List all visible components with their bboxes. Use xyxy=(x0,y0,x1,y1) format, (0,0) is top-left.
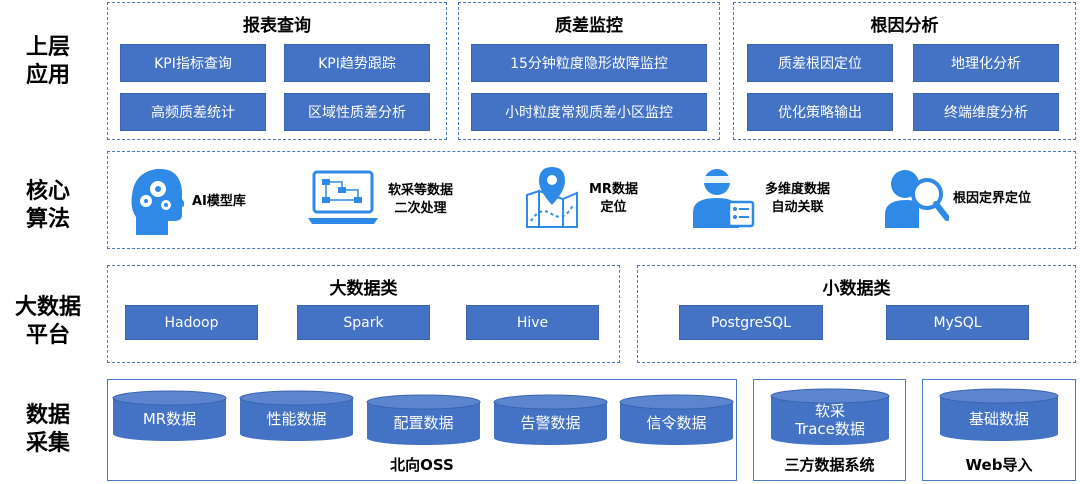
hive-button[interactable]: Hive xyxy=(466,305,599,340)
monitor-title: 质差监控 xyxy=(555,16,623,36)
algorithm-panel: AI模型库 软采等数据 二次处理 MR数据 定位 xyxy=(107,151,1076,249)
cylinder-signaling-data: 信令数据 xyxy=(619,394,734,446)
cylinder-mr-data-label: MR数据 xyxy=(142,410,197,428)
cylinder-performance-data: 性能数据 xyxy=(239,390,354,442)
kpi-query-button[interactable]: KPI指标查询 xyxy=(120,44,266,82)
brain-gears-icon xyxy=(128,165,186,239)
algo-root-cause: 根因定界定位 xyxy=(885,166,1031,232)
cylinder-trace-data-label: 软采 Trace数据 xyxy=(795,402,865,438)
terminal-analysis-button[interactable]: 终端维度分析 xyxy=(913,93,1059,131)
third-party-label: 三方数据系统 xyxy=(784,456,875,474)
third-party-panel: 软采 Trace数据 三方数据系统 xyxy=(753,379,906,481)
layer-label-platform: 大数据 平台 xyxy=(14,295,81,348)
web-import-panel: 基础数据 Web导入 xyxy=(922,379,1076,481)
root-cause-title: 根因分析 xyxy=(870,16,939,36)
cylinder-mr-data: MR数据 xyxy=(112,390,227,442)
cell-monitor-button[interactable]: 小时粒度常规质差小区监控 xyxy=(471,93,707,131)
report-panel: 报表查询 KPI指标查询 KPI趋势跟踪 高频质差统计 区域性质差分析 xyxy=(107,2,447,140)
algo-ai-model: AI模型库 xyxy=(128,165,246,239)
oss-label: 北向OSS xyxy=(390,456,454,474)
laptop-flowchart-icon xyxy=(308,170,378,230)
algo-ai-model-label: AI模型库 xyxy=(192,194,246,209)
root-locate-button[interactable]: 质差根因定位 xyxy=(747,44,893,82)
regional-analysis-button[interactable]: 区域性质差分析 xyxy=(284,93,430,131)
cylinder-basic-data: 基础数据 xyxy=(939,388,1059,442)
big-data-panel: 大数据类 Hadoop Spark Hive xyxy=(107,265,620,363)
cylinder-alarm-data-label: 告警数据 xyxy=(520,414,581,432)
oss-panel: MR数据 性能数据 配置数据 告警数据 信令数据 北向OSS xyxy=(107,379,737,481)
cylinder-alarm-data: 告警数据 xyxy=(493,394,608,446)
algo-multi-dimension: 多维度数据 自动关联 xyxy=(693,166,830,232)
web-import-label: Web导入 xyxy=(965,456,1033,474)
layer-label-algorithm: 核心 算法 xyxy=(25,179,70,232)
big-data-title: 大数据类 xyxy=(329,279,398,299)
monitor-panel: 质差监控 15分钟粒度隐形故障监控 小时粒度常规质差小区监控 xyxy=(458,2,720,140)
cylinder-trace-data: 软采 Trace数据 xyxy=(770,388,890,446)
geo-analysis-button[interactable]: 地理化分析 xyxy=(913,44,1059,82)
algo-mr-positioning: MR数据 定位 xyxy=(523,165,638,233)
layer-label-collection: 数据 采集 xyxy=(25,403,70,456)
strategy-output-button[interactable]: 优化策略输出 xyxy=(747,93,893,131)
map-pin-icon xyxy=(523,165,581,233)
algo-data-processing: 软采等数据 二次处理 xyxy=(308,170,453,230)
person-magnifier-icon xyxy=(885,166,950,232)
mysql-button[interactable]: MySQL xyxy=(886,305,1029,340)
cylinder-basic-data-label: 基础数据 xyxy=(968,410,1029,428)
cylinder-config-data: 配置数据 xyxy=(366,394,481,446)
algo-mr-positioning-label: MR数据 定位 xyxy=(589,182,638,215)
cylinder-signaling-data-label: 信令数据 xyxy=(646,414,707,432)
spark-button[interactable]: Spark xyxy=(297,305,430,340)
small-data-title: 小数据类 xyxy=(822,279,891,299)
root-cause-panel: 根因分析 质差根因定位 地理化分析 优化策略输出 终端维度分析 xyxy=(733,2,1076,140)
layer-label-application: 上层 应用 xyxy=(25,35,70,88)
report-title: 报表查询 xyxy=(243,16,311,36)
high-freq-stats-button[interactable]: 高频质差统计 xyxy=(120,93,266,131)
fault-monitor-button[interactable]: 15分钟粒度隐形故障监控 xyxy=(471,44,707,82)
user-document-icon xyxy=(693,166,755,232)
hadoop-button[interactable]: Hadoop xyxy=(125,305,258,340)
kpi-trend-button[interactable]: KPI趋势跟踪 xyxy=(284,44,430,82)
algo-root-cause-label: 根因定界定位 xyxy=(953,191,1032,206)
algo-data-processing-label: 软采等数据 二次处理 xyxy=(388,183,454,216)
cylinder-performance-data-label: 性能数据 xyxy=(266,410,327,428)
cylinder-config-data-label: 配置数据 xyxy=(393,414,454,432)
small-data-panel: 小数据类 PostgreSQL MySQL xyxy=(637,265,1076,363)
postgresql-button[interactable]: PostgreSQL xyxy=(679,305,823,340)
algo-multi-dimension-label: 多维度数据 自动关联 xyxy=(765,182,831,215)
